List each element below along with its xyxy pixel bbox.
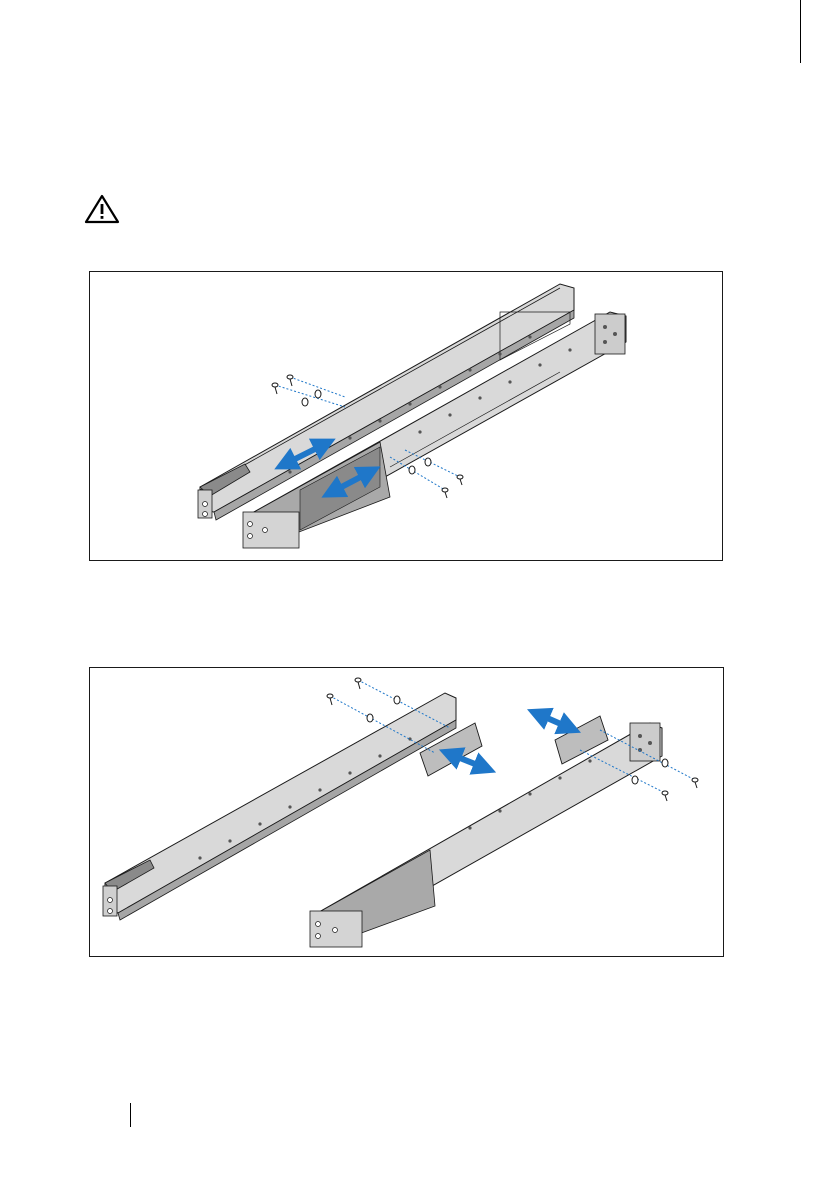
figure-rail-bracket-removal bbox=[89, 667, 724, 957]
rail-adjustment-illustration bbox=[90, 272, 722, 560]
screws-left bbox=[272, 375, 345, 407]
figure-rail-adjustment bbox=[89, 271, 723, 561]
top-margin-rule bbox=[800, 0, 801, 63]
bracket-arrow-right bbox=[538, 714, 570, 728]
warning-triangle-icon bbox=[84, 194, 120, 224]
rail-bracket-removal-illustration bbox=[90, 668, 723, 956]
footer-rule bbox=[130, 1103, 131, 1127]
